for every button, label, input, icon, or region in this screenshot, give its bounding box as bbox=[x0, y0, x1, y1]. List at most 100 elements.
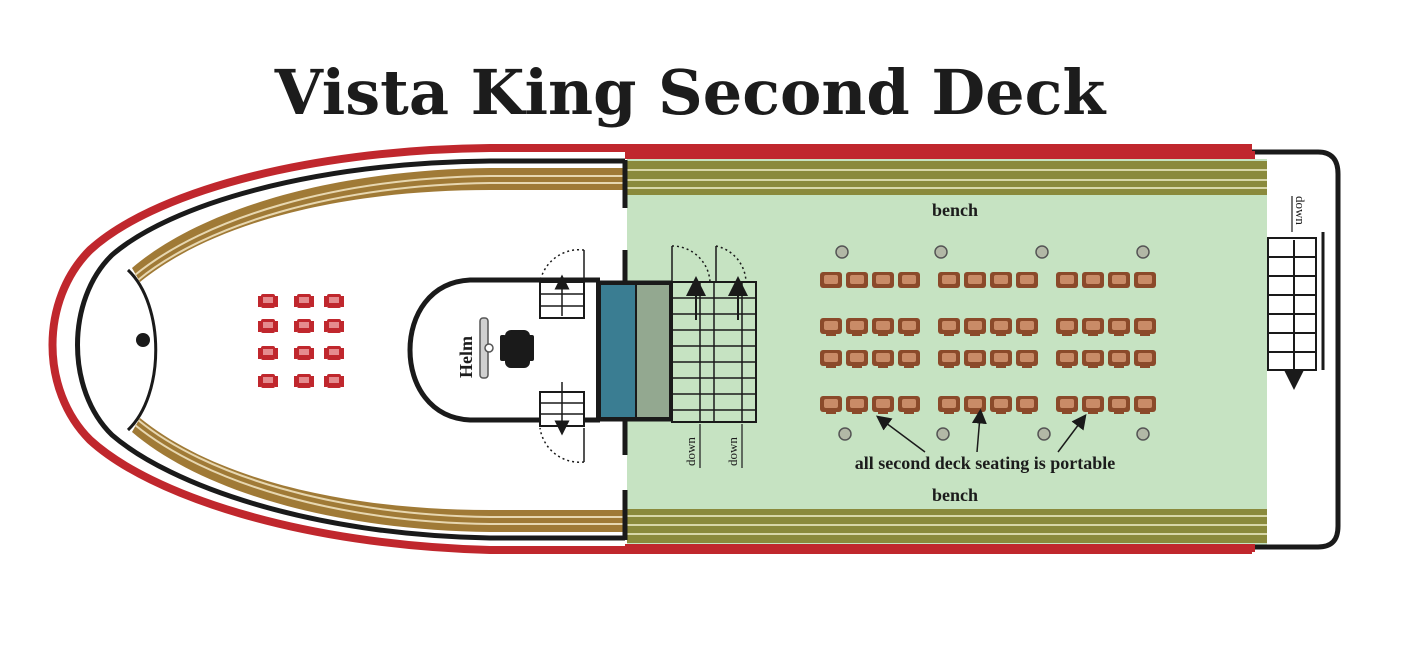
bench-top-stripes bbox=[627, 161, 1267, 195]
lounge-chair bbox=[1016, 350, 1038, 368]
bow-chair bbox=[324, 319, 344, 333]
hull-outer-red bbox=[48, 144, 1252, 554]
stair-arrow-icon bbox=[686, 276, 748, 320]
lounge-chair bbox=[1108, 272, 1130, 288]
bow-anchor-point bbox=[136, 333, 150, 347]
lounge-chair bbox=[1056, 272, 1078, 288]
lounge-chair bbox=[846, 272, 868, 288]
post bbox=[835, 245, 849, 259]
page-title: Vista King Second Deck bbox=[274, 56, 1108, 129]
lounge-chair bbox=[1108, 396, 1130, 414]
bow-chair bbox=[294, 294, 314, 308]
lounge-chair bbox=[1016, 318, 1038, 336]
lounge-chair bbox=[1056, 396, 1078, 414]
post bbox=[1136, 245, 1150, 259]
bow-bench-top bbox=[132, 168, 625, 282]
lounge-chair bbox=[1134, 350, 1156, 368]
helm-stair-bottom bbox=[539, 382, 585, 436]
lounge-chair bbox=[990, 396, 1012, 414]
lounge-chair bbox=[1056, 350, 1078, 368]
lounge-chair bbox=[846, 396, 868, 414]
lounge-chair bbox=[872, 396, 894, 414]
seating-note-pointers bbox=[875, 408, 1087, 453]
lounge-chair bbox=[1134, 396, 1156, 414]
post bbox=[1037, 427, 1051, 441]
bench-bottom-stripes bbox=[627, 509, 1267, 543]
lounge-posts bbox=[835, 245, 1150, 441]
lounge-chair bbox=[964, 396, 986, 414]
bow-chair bbox=[294, 319, 314, 333]
stern-stairs-down-label: down bbox=[1293, 196, 1308, 225]
stern-outline bbox=[1252, 149, 1341, 550]
lounge-chair bbox=[1108, 318, 1130, 336]
lounge-chair bbox=[820, 318, 842, 336]
lounge-chair bbox=[898, 272, 920, 288]
bow-chair bbox=[258, 374, 278, 388]
lounge-chair bbox=[846, 318, 868, 336]
lounge-chair bbox=[872, 272, 894, 288]
stairs-down-label-right: down bbox=[725, 437, 740, 466]
lounge-chair bbox=[938, 350, 960, 368]
lounge-chair bbox=[1056, 318, 1078, 336]
lounge-chair bbox=[1108, 350, 1130, 368]
bow-chair bbox=[324, 346, 344, 360]
lounge-chair bbox=[898, 396, 920, 414]
lounge-chair bbox=[938, 396, 960, 414]
door-swing-icon bbox=[539, 248, 585, 463]
post bbox=[1035, 245, 1049, 259]
lounge-chair bbox=[1082, 272, 1104, 288]
lounge-chair bbox=[898, 350, 920, 368]
bow-chair bbox=[324, 374, 344, 388]
lounge-chair bbox=[964, 272, 986, 288]
seating-note: all second deck seating is portable bbox=[855, 453, 1116, 473]
lounge-chair bbox=[1082, 350, 1104, 368]
stairs-down-label-left: down bbox=[683, 437, 698, 466]
bow-chair bbox=[258, 294, 278, 308]
lounge-chair bbox=[1134, 272, 1156, 288]
lounge-chair bbox=[990, 272, 1012, 288]
post bbox=[936, 427, 950, 441]
helm-stair-top bbox=[539, 274, 585, 319]
lounge-chairs bbox=[820, 272, 1156, 414]
lounge-chair bbox=[1134, 318, 1156, 336]
lounge-chair bbox=[820, 272, 842, 288]
lounge-chair bbox=[990, 350, 1012, 368]
lounge-chair bbox=[820, 396, 842, 414]
lounge-chair bbox=[1082, 396, 1104, 414]
lounge-chair bbox=[872, 318, 894, 336]
helm-label: Helm bbox=[456, 336, 476, 378]
lounge-chair bbox=[990, 318, 1012, 336]
bench-bottom-label: bench bbox=[932, 485, 978, 505]
bow-chair bbox=[258, 319, 278, 333]
lounge-chair bbox=[964, 350, 986, 368]
bow-chair bbox=[324, 294, 344, 308]
main-stair-door-swings bbox=[671, 245, 747, 283]
bow-chair bbox=[294, 374, 314, 388]
lounge-chair bbox=[872, 350, 894, 368]
post bbox=[838, 427, 852, 441]
bench-top-label: bench bbox=[932, 200, 978, 220]
lounge-chair bbox=[820, 350, 842, 368]
steering-wheel-icon bbox=[479, 317, 494, 379]
lounge-chair bbox=[1016, 396, 1038, 414]
hull-inner-black bbox=[75, 158, 625, 541]
stern-stairs bbox=[1267, 237, 1317, 371]
bow-bench-bottom bbox=[132, 418, 625, 532]
lounge-chair bbox=[1082, 318, 1104, 336]
lounge-chair bbox=[938, 318, 960, 336]
post bbox=[934, 245, 948, 259]
lounge-chair bbox=[1016, 272, 1038, 288]
lounge-chair bbox=[938, 272, 960, 288]
window-green bbox=[635, 283, 671, 419]
lounge-chair bbox=[898, 318, 920, 336]
bow-chair bbox=[294, 346, 314, 360]
main-stairs bbox=[671, 281, 757, 423]
bow-chair bbox=[258, 346, 278, 360]
bow-chairs bbox=[258, 294, 344, 388]
post bbox=[1136, 427, 1150, 441]
bow-arc bbox=[126, 268, 158, 432]
lounge-chair bbox=[964, 318, 986, 336]
captains-chair-icon bbox=[500, 330, 534, 368]
lounge-chair bbox=[846, 350, 868, 368]
